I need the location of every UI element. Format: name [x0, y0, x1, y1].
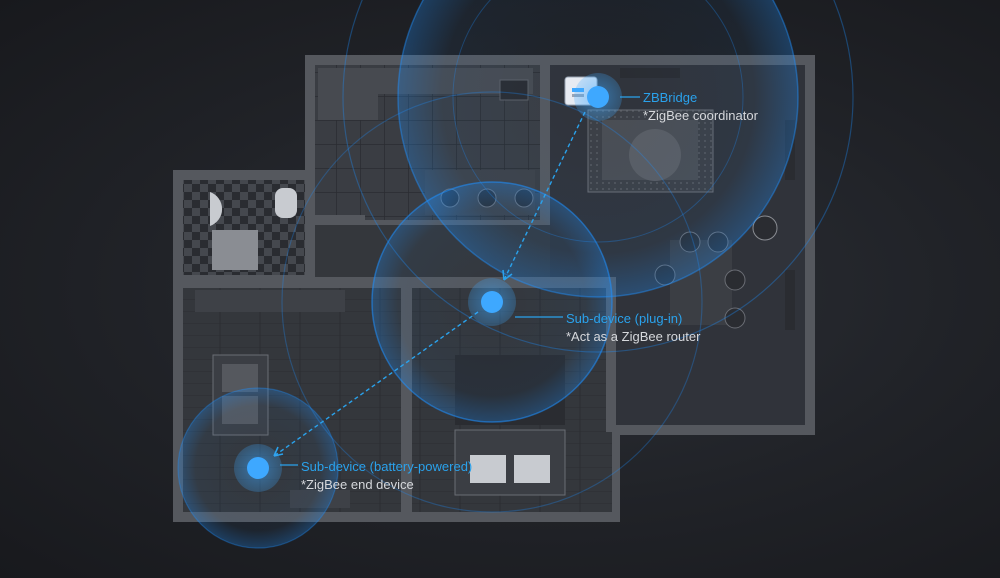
node-dot — [247, 457, 269, 479]
pillow — [514, 455, 550, 483]
wall-right-bedroom-east — [606, 277, 616, 432]
toilet — [275, 188, 297, 218]
label-battery-title: Sub-device (battery-powered) — [301, 459, 473, 474]
kitchen-counter-left — [318, 94, 378, 120]
arrow-head-plugin — [502, 269, 513, 281]
sofa-cushion — [222, 364, 258, 392]
label-battery-subtitle: *ZigBee end device — [301, 477, 414, 492]
sink-basin — [210, 192, 223, 226]
pillow — [470, 455, 506, 483]
wall-bedrooms-top-left — [178, 277, 350, 288]
lamp — [752, 215, 778, 241]
window — [785, 270, 795, 330]
label-zbbridge: ZBBridge *ZigBee coordinator — [643, 89, 758, 125]
wall-kitchen-hall — [305, 215, 365, 225]
label-battery: Sub-device (battery-powered) *ZigBee end… — [301, 458, 472, 494]
coverage-range-plugin-outer — [281, 91, 703, 513]
label-plugin-subtitle: *Act as a ZigBee router — [566, 329, 701, 344]
label-plugin: Sub-device (plug-in) *Act as a ZigBee ro… — [566, 310, 700, 346]
wall-bath-hall — [305, 170, 315, 277]
bookshelf — [195, 290, 345, 312]
dining-chair — [724, 307, 746, 329]
label-leaders — [280, 96, 640, 466]
label-zbbridge-subtitle: *ZigBee coordinator — [643, 108, 758, 123]
label-plugin-title: Sub-device (plug-in) — [566, 311, 683, 326]
node-plugin[interactable] — [468, 278, 516, 326]
node-zbbridge[interactable] — [574, 73, 622, 121]
shower — [212, 230, 258, 270]
dining-chair — [724, 269, 746, 291]
node-battery[interactable] — [234, 444, 282, 492]
label-zbbridge-title: ZBBridge — [643, 90, 698, 105]
link-zbbridge-to-plugin — [503, 111, 586, 281]
coverage-range-zbbridge-inner — [452, 0, 744, 243]
node-dot — [481, 291, 503, 313]
node-dot — [587, 86, 609, 108]
wall-between-bedrooms — [401, 288, 412, 516]
